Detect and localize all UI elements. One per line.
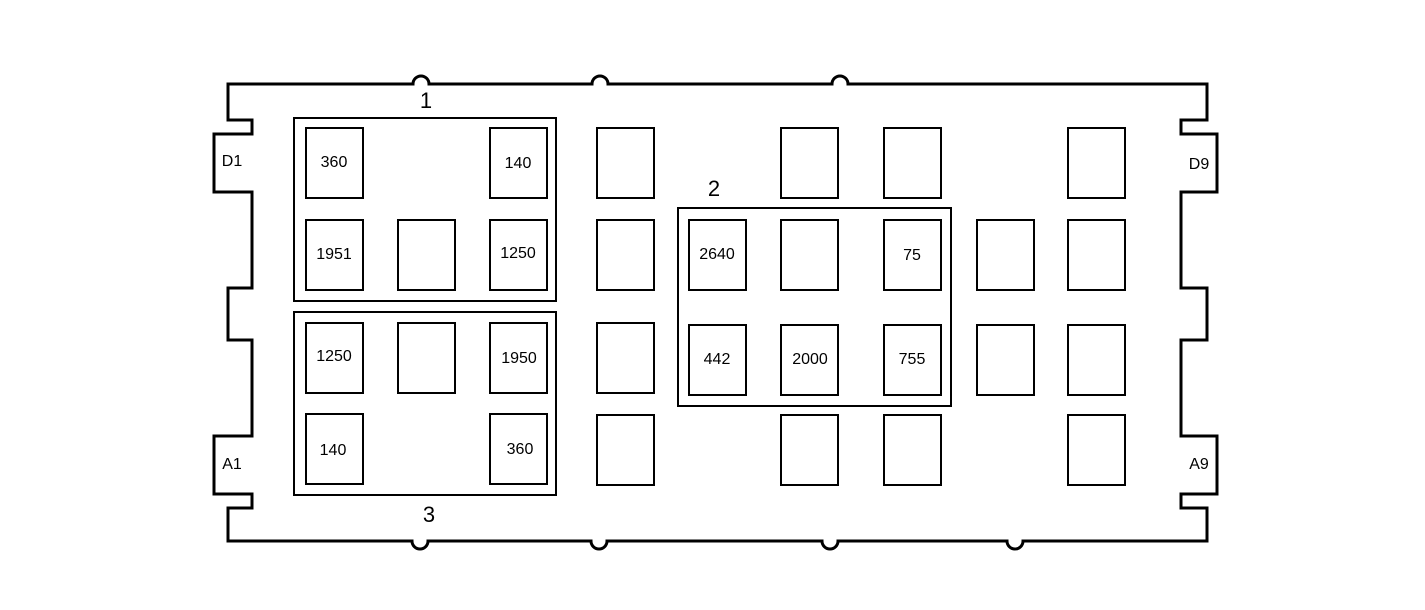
- cavity-g2-r2-c3: [883, 324, 942, 396]
- cavity-g3-r1-c1: [305, 322, 364, 394]
- group-2-label: 2: [708, 176, 720, 201]
- corner-label-d1: D1: [222, 153, 243, 170]
- cavity-g1-r1-c3: [489, 127, 548, 199]
- cavity-label: 442: [704, 351, 731, 368]
- corner-label-a1: A1: [222, 456, 242, 473]
- cavity-g3-r1-c2: [397, 322, 456, 394]
- cavity-label: 2640: [699, 246, 735, 263]
- cavity-label: 1250: [316, 348, 352, 365]
- cavity-g2-r1-c2: [780, 219, 839, 291]
- cavity-g2-r2-c1: [688, 324, 747, 396]
- group-3-label: 3: [423, 502, 435, 527]
- cavity-c9-row-b: [1067, 324, 1126, 396]
- cavity-label: 360: [321, 154, 348, 171]
- cavity-label: 1951: [316, 246, 352, 263]
- cavity-c9-row-a: [1067, 414, 1126, 486]
- group-3-box: [293, 311, 557, 496]
- cavity-c8-row-c: [976, 219, 1035, 291]
- cavity-c4-row-a: [596, 414, 655, 486]
- connector-outline: [212, 74, 1219, 551]
- corner-label-d9: D9: [1189, 156, 1210, 173]
- cavity-label: 140: [505, 155, 532, 172]
- group-2-box: [677, 207, 952, 407]
- cavity-label: 1950: [501, 350, 537, 367]
- cavity-label: 360: [507, 441, 534, 458]
- cavity-c4-row-c: [596, 219, 655, 291]
- cavity-g2-r1-c3: [883, 219, 942, 291]
- cavity-g1-r2-c1: [305, 219, 364, 291]
- cavity-g3-r1-c3: [489, 322, 548, 394]
- cavity-g1-r2-c3: [489, 219, 548, 291]
- cavity-g1-r2-c2: [397, 219, 456, 291]
- cavity-c8-row-b: [976, 324, 1035, 396]
- group-1-box: [293, 117, 557, 302]
- cavity-label: 140: [320, 442, 347, 459]
- cavity-c9-row-d: [1067, 127, 1126, 199]
- cavity-c6-row-d: [780, 127, 839, 199]
- cavity-label: 75: [903, 247, 921, 264]
- cavity-label: 755: [899, 351, 926, 368]
- corner-label-a9: A9: [1189, 456, 1209, 473]
- cavity-c4-row-b: [596, 322, 655, 394]
- cavity-c7-row-d: [883, 127, 942, 199]
- cavity-c7-row-a: [883, 414, 942, 486]
- cavity-g3-r2-c3: [489, 413, 548, 485]
- cavity-c4-row-d: [596, 127, 655, 199]
- group-1-label: 1: [420, 88, 432, 113]
- cavity-g1-r1-c1: [305, 127, 364, 199]
- cavity-c6-row-a: [780, 414, 839, 486]
- cavity-g2-r2-c2: [780, 324, 839, 396]
- cavity-g3-r2-c1: [305, 413, 364, 485]
- cavity-label: 2000: [792, 351, 828, 368]
- cavity-g2-r1-c1: [688, 219, 747, 291]
- cavity-label: 1250: [500, 245, 536, 262]
- cavity-c9-row-c: [1067, 219, 1126, 291]
